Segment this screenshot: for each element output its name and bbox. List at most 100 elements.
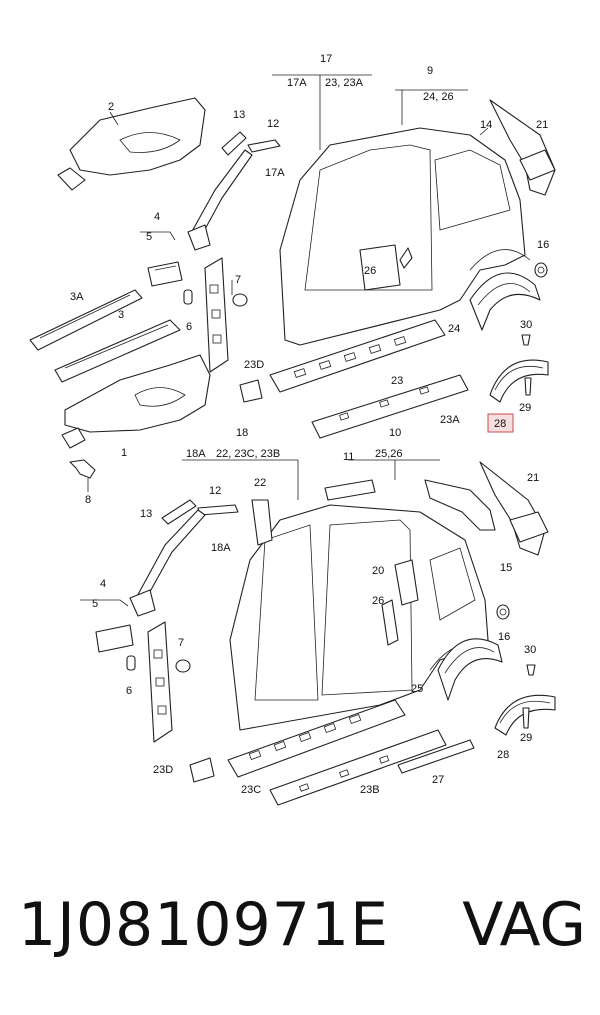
- label-21b: 21: [527, 472, 539, 484]
- part-10-drawing: [424, 479, 496, 531]
- part-23db-drawing: [189, 757, 215, 783]
- label-10: 10: [389, 427, 401, 439]
- label-20: 20: [372, 565, 384, 577]
- label-17a-header: 17A: [287, 77, 307, 89]
- part-29-drawing: [524, 377, 532, 396]
- part-16-drawing: [534, 262, 548, 278]
- part-4-pillar-drawing: [187, 149, 253, 251]
- part-30-drawing: [521, 334, 531, 346]
- label-30b: 30: [524, 644, 536, 656]
- part-23b-drawing: [269, 729, 447, 806]
- part-5-drawing: [147, 261, 183, 287]
- label-12: 12: [267, 118, 279, 130]
- part-7b-drawing: [175, 659, 191, 673]
- label-16b: 16: [498, 631, 510, 643]
- label-23b: 23B: [360, 784, 380, 796]
- exploded-parts-diagram: 2 13 12 17 17A 23, 23A 9 24, 26 14 21 17…: [29, 53, 556, 806]
- label-29b: 29: [520, 732, 532, 744]
- label-24-26: 24, 26: [423, 91, 454, 103]
- label-5b: 5: [92, 598, 98, 610]
- top-labels: 2 13 12 17 17A 23, 23A 9 24, 26 14 21 17…: [70, 53, 549, 506]
- bottom-assembly: [80, 459, 556, 806]
- top-assembly: [29, 74, 556, 492]
- label-22: 22: [254, 477, 266, 489]
- part-6b-drawing: [126, 655, 136, 671]
- part-number: 1J0810971E: [18, 890, 389, 960]
- label-7: 7: [235, 274, 241, 286]
- label-23c: 23C: [241, 784, 261, 796]
- part-6-drawing: [183, 289, 193, 305]
- part-18-side-panel-drawing: [229, 460, 491, 731]
- part-4b-pillar-drawing: [129, 509, 206, 617]
- label-12b: 12: [209, 485, 221, 497]
- label-30: 30: [520, 319, 532, 331]
- part-28b-drawing: [494, 694, 556, 736]
- label-8: 8: [85, 494, 91, 506]
- part-3a-drawing: [29, 289, 143, 351]
- label-3a: 3A: [70, 291, 84, 303]
- part-21-drawing: [489, 99, 556, 196]
- label-11: 11: [343, 451, 354, 463]
- label-13: 13: [233, 109, 245, 121]
- highlight-box-28: [487, 413, 514, 433]
- part-27-drawing: [397, 739, 475, 774]
- part-23d-drawing: [239, 379, 263, 403]
- label-26b: 26: [372, 595, 384, 607]
- label-26: 26: [364, 265, 376, 277]
- caption: 1J0810971E VAG: [0, 890, 600, 980]
- label-23a: 23A: [440, 414, 460, 426]
- brand-name: VAG: [462, 890, 586, 960]
- part-5b-drawing: [95, 624, 134, 653]
- label-6: 6: [186, 321, 192, 333]
- label-14: 14: [480, 119, 492, 131]
- part-8-drawing: [69, 459, 96, 492]
- label-27: 27: [432, 774, 444, 786]
- label-23-23a: 23, 23A: [325, 77, 364, 89]
- label-17a: 17A: [265, 167, 285, 179]
- part-28-drawing: [489, 359, 549, 403]
- part-23-sill-drawing: [269, 319, 446, 393]
- part-21b-drawing: [479, 461, 549, 556]
- part-13b-drawing: [161, 499, 197, 525]
- label-18a: 18A: [211, 542, 231, 554]
- part-4b-reinforcement-drawing: [147, 621, 173, 743]
- part-2-drawing: [57, 97, 206, 191]
- label-16: 16: [537, 239, 549, 251]
- part-13-drawing: [221, 131, 247, 156]
- label-18: 18: [236, 427, 248, 439]
- label-18a-header: 18A: [186, 448, 206, 460]
- part-1-drawing: [61, 354, 211, 449]
- part-4-reinforcement-drawing: [204, 257, 229, 373]
- label-25: 25: [411, 683, 423, 695]
- part-3-drawing: [54, 319, 181, 383]
- part-24-drawing: [469, 272, 541, 331]
- label-24: 24: [448, 323, 460, 335]
- label-28-highlighted: 28: [494, 418, 506, 430]
- part-30b-drawing: [526, 664, 536, 676]
- label-23: 23: [391, 375, 403, 387]
- label-25-26: 25,26: [375, 448, 403, 460]
- label-3: 3: [118, 309, 124, 321]
- label-6b: 6: [126, 685, 132, 697]
- part-17-side-panel-drawing: [279, 75, 531, 346]
- part-16b-drawing: [496, 604, 510, 620]
- label-17: 17: [320, 53, 332, 65]
- label-4: 4: [154, 211, 160, 223]
- part-7-drawing: [232, 293, 248, 307]
- label-21: 21: [536, 119, 548, 131]
- part-23a-drawing: [311, 374, 469, 439]
- label-28b: 28: [497, 749, 509, 761]
- part-22-drawing: [251, 499, 273, 546]
- part-25-drawing: [437, 638, 503, 701]
- part-29b-drawing: [522, 707, 530, 729]
- label-1: 1: [121, 447, 127, 459]
- part-23c-drawing: [227, 699, 406, 778]
- label-29: 29: [519, 402, 531, 414]
- label-15: 15: [500, 562, 512, 574]
- label-7b: 7: [178, 637, 184, 649]
- part-12-drawing: [247, 139, 281, 153]
- label-9: 9: [427, 65, 433, 77]
- label-13b: 13: [140, 508, 152, 520]
- label-4b: 4: [100, 578, 106, 590]
- label-2: 2: [108, 101, 114, 113]
